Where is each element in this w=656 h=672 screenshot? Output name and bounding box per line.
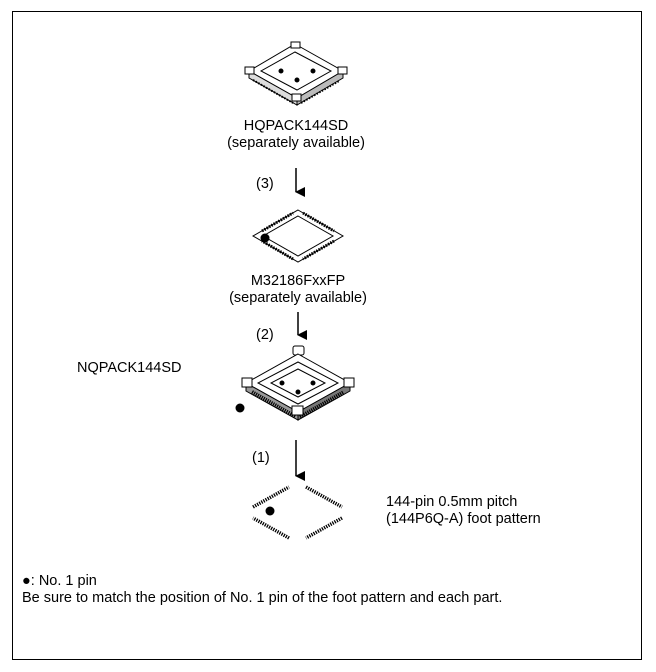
foot-pattern-drawing xyxy=(252,485,343,540)
step-2-label: (2) xyxy=(256,327,274,343)
pin1-marker-mcu xyxy=(260,233,270,243)
legend: ●: No. 1 pin Be sure to match the positi… xyxy=(22,573,502,607)
pin1-marker-nqpack xyxy=(235,403,245,413)
legend-instruction: Be sure to match the position of No. 1 p… xyxy=(22,590,503,606)
step-1-label: (1) xyxy=(252,450,270,466)
nqpack-label: NQPACK144SD xyxy=(77,360,182,376)
hqpack-name: HQPACK144SD xyxy=(243,118,349,134)
hqpack-label: HQPACK144SD (separately available) xyxy=(216,118,376,152)
nqpack-socket-drawing xyxy=(241,345,355,421)
foot-pattern-line1: 144-pin 0.5mm pitch xyxy=(386,494,518,510)
foot-pattern-line2: (144P6Q-A) foot pattern xyxy=(386,511,541,527)
diagram-frame xyxy=(12,11,642,660)
step-3-label: (3) xyxy=(256,176,274,192)
mcu-name: M32186FxxFP xyxy=(250,273,346,289)
foot-pattern-label: 144-pin 0.5mm pitch (144P6Q-A) foot patt… xyxy=(386,494,541,528)
legend-pin-symbol: ● xyxy=(22,573,31,589)
legend-pin-line: ●: No. 1 pin xyxy=(22,573,502,590)
pin1-marker-foot-pattern xyxy=(265,506,275,516)
mcu-label: M32186FxxFP (separately available) xyxy=(218,273,378,307)
hqpack-cover-drawing xyxy=(244,41,348,106)
mcu-chip-drawing xyxy=(252,209,344,263)
legend-pin-text: : No. 1 pin xyxy=(30,573,97,589)
hqpack-note: (separately available) xyxy=(227,135,365,151)
mcu-note: (separately available) xyxy=(229,290,367,306)
